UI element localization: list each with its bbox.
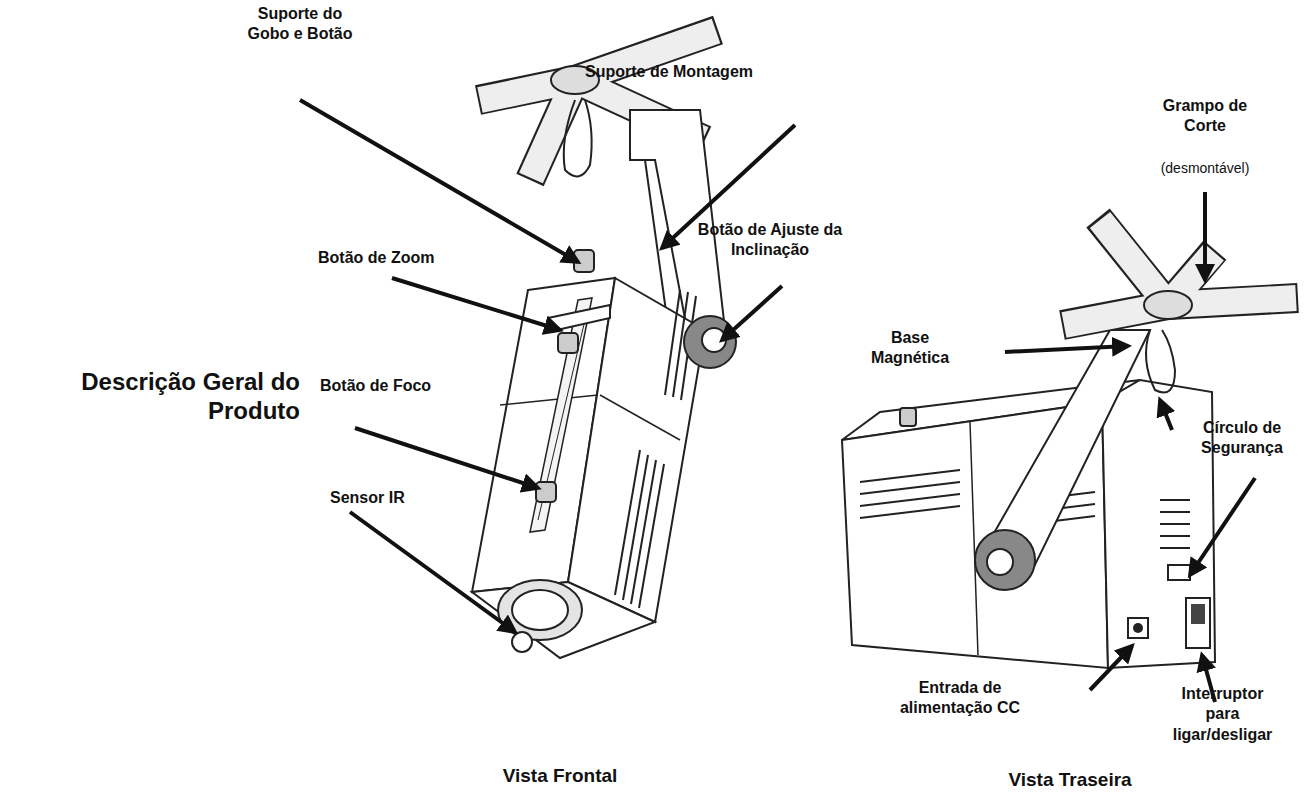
leader-arrows-shape	[1203, 192, 1207, 280]
leader-arrows-shape	[1190, 478, 1255, 575]
rear-vents-shape	[860, 494, 960, 506]
rear-connectors-shape	[1128, 618, 1148, 638]
rear-vents-shape	[860, 506, 960, 518]
part-label: Base Magnética	[860, 328, 960, 369]
rear-clamp	[1062, 218, 1298, 325]
rear-body-shape	[1102, 380, 1215, 668]
front-mount-plate-shape	[531, 80, 575, 178]
rear-connectors	[1128, 598, 1210, 648]
rear-bracket-shape	[1146, 330, 1175, 393]
part-label: Entrada de alimentação CC	[880, 678, 1040, 719]
leader-arrows-shape	[350, 512, 515, 632]
part-label: Círculo de Segurança	[1172, 418, 1312, 459]
rear-vents-shape	[1168, 565, 1190, 580]
front-knobs	[536, 250, 736, 502]
view-label: Vista Traseira	[960, 768, 1180, 792]
part-label: Interruptor para ligar/desligar	[1165, 684, 1280, 745]
rear-body-shape	[900, 408, 916, 426]
front-vents-shape	[665, 290, 680, 395]
rear-connectors-shape	[1133, 623, 1143, 633]
front-body-shape	[568, 278, 705, 622]
view-label: Vista Frontal	[460, 764, 660, 788]
leader-arrows-shape	[722, 286, 782, 340]
leader-arrows-shape	[355, 428, 538, 488]
rear-vents-shape	[860, 482, 960, 494]
leader-arrows	[300, 100, 1255, 702]
rear-bracket-shape	[987, 549, 1013, 575]
rear-bracket-shape	[975, 530, 1035, 590]
leader-arrows-shape	[1005, 346, 1128, 352]
front-lens-shape	[512, 590, 568, 630]
rear-connectors-shape	[1186, 598, 1210, 648]
rear-bracket	[975, 330, 1175, 590]
part-label: Suporte de Montagem	[585, 62, 845, 82]
leader-arrows-shape	[1160, 400, 1172, 430]
rear-connectors-shape	[1191, 604, 1205, 624]
rear-vents-shape	[860, 470, 960, 482]
rear-body-shape	[970, 422, 978, 655]
front-body	[472, 278, 705, 658]
rear-vents-shape	[1160, 523, 1190, 525]
front-vents-shape	[639, 464, 664, 608]
diagram-title: Descrição Geral do Produto	[10, 368, 300, 426]
rear-vents-shape	[1160, 499, 1190, 501]
leader-arrows-shape	[392, 278, 560, 330]
front-lens	[498, 580, 582, 652]
front-knobs-shape	[536, 482, 556, 502]
front-lens-shape	[512, 632, 532, 652]
part-label: Suporte do Gobo e Botão	[245, 4, 355, 45]
part-label: Grampo de Corte	[1150, 96, 1260, 137]
front-mount-plate-shape	[564, 100, 592, 176]
rear-vents-shape	[1160, 547, 1190, 549]
part-note: (desmontável)	[1130, 160, 1280, 178]
rear-vents-shape	[1160, 535, 1190, 537]
front-knobs-shape	[684, 316, 736, 368]
part-label: Botão de Zoom	[318, 248, 518, 268]
front-body-shape	[530, 298, 592, 532]
front-knobs-shape	[558, 333, 578, 353]
rear-vents-shape	[1160, 511, 1190, 513]
rear-clamp-shape	[1144, 291, 1192, 319]
leader-arrows-shape	[300, 100, 578, 262]
leader-arrows-shape	[1090, 646, 1132, 690]
part-label: Botão de Foco	[320, 376, 520, 396]
part-label: Botão de Ajuste da Inclinação	[675, 220, 865, 261]
front-body-shape	[600, 395, 680, 440]
front-body-shape	[500, 395, 598, 405]
part-label: Sensor IR	[330, 488, 530, 508]
